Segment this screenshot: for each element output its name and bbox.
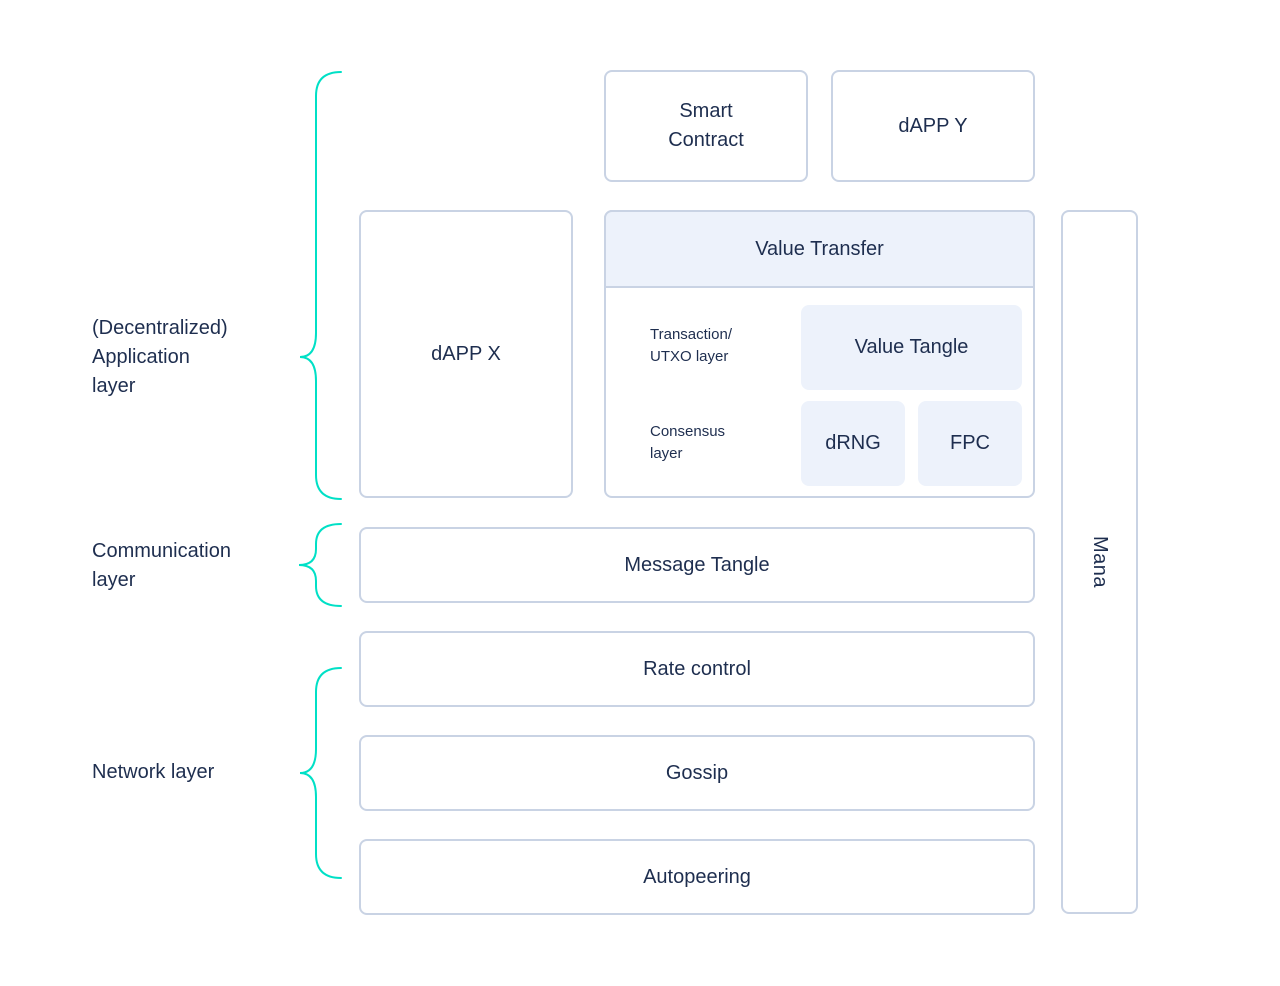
consensus-layer-label: Consensus layer [650, 423, 726, 462]
drng-box: dRNG [801, 401, 905, 486]
value-transfer-panel: Value Transfer Transaction/ UTXO layer V… [604, 210, 1035, 498]
mana-box: Mana [1061, 210, 1138, 914]
smart-contract-box: Smart Contract [604, 70, 808, 182]
dapp-y-box: dAPP Y [831, 70, 1035, 182]
side-label-communication: Communication layer [92, 540, 231, 591]
application-layer-brace [299, 71, 342, 500]
gossip-box: Gossip [359, 735, 1035, 811]
transaction-utxo-label: Transaction/ UTXO layer [650, 326, 732, 365]
network-layer-brace [299, 667, 342, 879]
rate-control-box: Rate control [359, 631, 1035, 707]
mana-label: Mana [1089, 535, 1111, 589]
fpc-box: FPC [918, 401, 1022, 486]
value-transfer-header: Value Transfer [604, 210, 1035, 288]
autopeering-box: Autopeering [359, 839, 1035, 915]
dapp-x-box: dAPP X [359, 210, 573, 498]
side-label-application: (Decentralized) Application layer [92, 317, 228, 397]
side-label-network: Network layer [92, 761, 215, 783]
value-tangle-box: Value Tangle [801, 305, 1022, 390]
message-tangle-box: Message Tangle [359, 527, 1035, 603]
communication-layer-brace [298, 523, 342, 607]
